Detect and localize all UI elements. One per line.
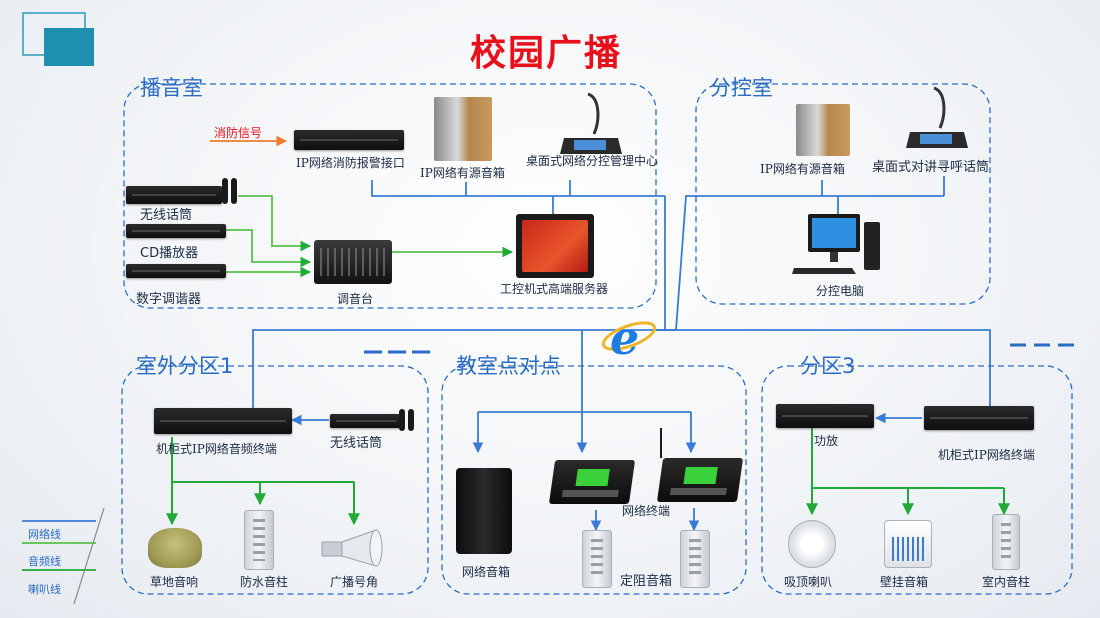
zone-border-classroom [441, 365, 747, 595]
zone-title-zone3: 分区3 [800, 354, 856, 378]
cd-player-device [126, 224, 226, 238]
ceiling-speaker-device [788, 520, 836, 568]
zone-border-subcontrol [695, 83, 991, 305]
legend-speaker-line: 喇叭线 [28, 583, 61, 596]
rack-ip-audio-terminal-label: 机柜式IP网络音频终端 [156, 442, 277, 456]
waterproof-column-label: 防水音柱 [240, 575, 289, 589]
outdoor-wireless-mic-handheld [399, 409, 414, 431]
sub-pc-label: 分控电脑 [816, 284, 865, 298]
rack-ip-audio-terminal-device [154, 408, 292, 434]
amplifier-device [776, 404, 874, 428]
desktop-intercom-mic-label: 桌面式对讲寻呼话筒 [872, 160, 990, 175]
ip-active-speaker-device [434, 97, 492, 161]
network-line [371, 180, 665, 197]
network-line [252, 329, 602, 408]
wireless-mic-receiver [126, 186, 222, 204]
wireless-mic-handheld [222, 178, 237, 204]
network-terminal-device-2 [656, 458, 744, 502]
horn-device [321, 529, 383, 567]
ip-active-speaker-label: IP网络有源音箱 [420, 166, 505, 180]
cd-player-label: CD播放器 [140, 246, 199, 261]
indoor-column-label: 室内音柱 [982, 575, 1031, 589]
sub-ip-active-speaker-label: IP网络有源音箱 [760, 162, 845, 176]
antenna-icon [660, 428, 662, 458]
outdoor-wireless-mic-label: 无线话筒 [330, 436, 383, 451]
mixer-label: 调音台 [337, 292, 374, 306]
sub-pc-device [792, 214, 880, 274]
constant-resistance-speaker-device-2 [680, 530, 710, 588]
company-logo-fill [44, 28, 94, 66]
legend-network-line: 网络线 [28, 528, 61, 541]
zone-border-outdoor [121, 365, 429, 595]
horn-label: 广播号角 [330, 575, 379, 589]
zone-title-outdoor: 室外分区1 [136, 354, 234, 378]
audio-line [226, 229, 312, 268]
network-line [655, 329, 991, 408]
fire-alarm-interface-label: IP网络消防报警接口 [296, 156, 405, 170]
network-speaker-device [456, 468, 512, 554]
network-terminal-label: 网络终端 [622, 504, 671, 518]
constant-resistance-speaker-label: 定阻音箱 [620, 574, 673, 589]
sub-ip-active-speaker-device [796, 104, 850, 156]
legend-box [22, 507, 105, 605]
wireless-mic-label: 无线话筒 [140, 208, 193, 223]
zone-border-zone3 [761, 365, 1073, 595]
desktop-control-center-device [560, 92, 622, 154]
zone-title-sub-control-room: 分控室 [710, 76, 773, 100]
constant-resistance-speaker-device-1 [582, 530, 612, 588]
indoor-column-device [992, 514, 1020, 570]
svg-text:e: e [610, 311, 639, 362]
digital-tuner-label: 数字调谐器 [136, 292, 202, 307]
zone-title-broadcast-room: 播音室 [140, 76, 203, 100]
lawn-speaker-label: 草地音响 [150, 575, 199, 589]
rack-ip-terminal-label: 机柜式IP网络终端 [938, 448, 1035, 462]
outdoor-wireless-mic-receiver [330, 414, 402, 428]
zone-border-broadcast [123, 83, 657, 309]
legend-audio-line: 音频线 [28, 555, 61, 568]
ipc-server-device [516, 214, 594, 278]
zone-title-classroom: 教室点对点 [456, 354, 561, 378]
fire-signal-label: 消防信号 [214, 126, 263, 140]
digital-tuner-device [126, 264, 226, 278]
audio-line [238, 195, 312, 252]
fire-alarm-interface-device [294, 130, 404, 150]
ipc-server-label: 工控机式高端服务器 [500, 282, 609, 296]
mixer-device [314, 240, 392, 284]
ceiling-speaker-label: 吸顶喇叭 [784, 575, 833, 589]
lawn-speaker-device [148, 528, 202, 568]
amplifier-label: 功放 [814, 434, 839, 448]
desktop-control-center-label: 桌面式网络分控管理中心 [526, 154, 659, 168]
network-terminal-device-1 [548, 460, 636, 504]
wall-speaker-device [884, 520, 932, 568]
rack-ip-terminal-device [924, 406, 1034, 430]
wall-speaker-label: 壁挂音箱 [880, 575, 929, 589]
ie-browser-icon: e [601, 311, 657, 362]
waterproof-column-device [244, 510, 274, 570]
network-speaker-label: 网络音箱 [462, 565, 511, 579]
desktop-intercom-mic-device [906, 86, 968, 148]
page-title: 校园广播 [470, 33, 623, 74]
